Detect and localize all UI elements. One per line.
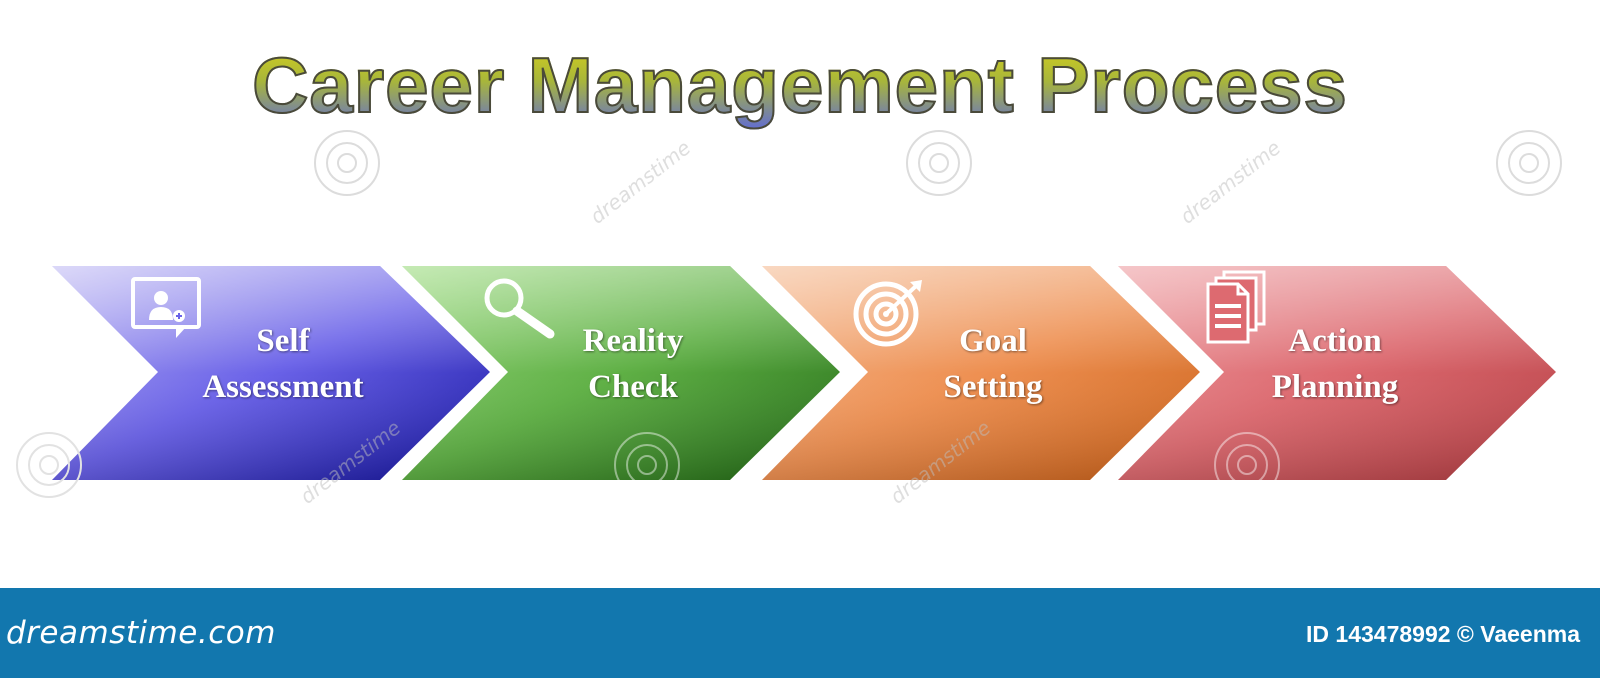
watermark-swirl-icon xyxy=(1214,432,1280,498)
magnifier-icon xyxy=(484,278,555,339)
footer-credit: ID 143478992 © Vaeenma xyxy=(1306,621,1580,647)
step-1-line-2: Assessment xyxy=(202,369,364,405)
chevron-3 xyxy=(762,266,1200,480)
target-icon xyxy=(853,280,922,347)
chevron-2 xyxy=(402,266,840,480)
footer-brand: dreamstime.com xyxy=(6,615,276,651)
watermark-swirl-icon xyxy=(906,130,972,196)
step-4-line-1: Action xyxy=(1288,323,1382,359)
watermark-swirl-icon xyxy=(614,432,680,498)
footer-bar: dreamstime.com ID 143478992 © Vaeenma xyxy=(0,588,1600,678)
watermark-swirl-icon xyxy=(1496,130,1562,196)
step-3-label: Goal Setting xyxy=(878,318,1108,410)
profile-card-icon xyxy=(131,277,201,338)
step-3-line-2: Setting xyxy=(943,369,1043,405)
watermark-swirl-icon xyxy=(16,432,82,498)
step-3-line-1: Goal xyxy=(959,323,1027,359)
step-4-label: Action Planning xyxy=(1220,318,1450,410)
documents-icon xyxy=(1206,270,1266,344)
diagram-title: Career Management Process xyxy=(0,40,1600,131)
step-2-line-2: Check xyxy=(588,369,678,405)
watermark-swirl-icon xyxy=(314,130,380,196)
step-4-line-2: Planning xyxy=(1271,369,1399,405)
step-2-line-1: Reality xyxy=(582,323,684,359)
step-1-label: Self Assessment xyxy=(168,318,398,410)
step-1-line-1: Self xyxy=(256,323,310,359)
step-2-label: Reality Check xyxy=(518,318,748,410)
